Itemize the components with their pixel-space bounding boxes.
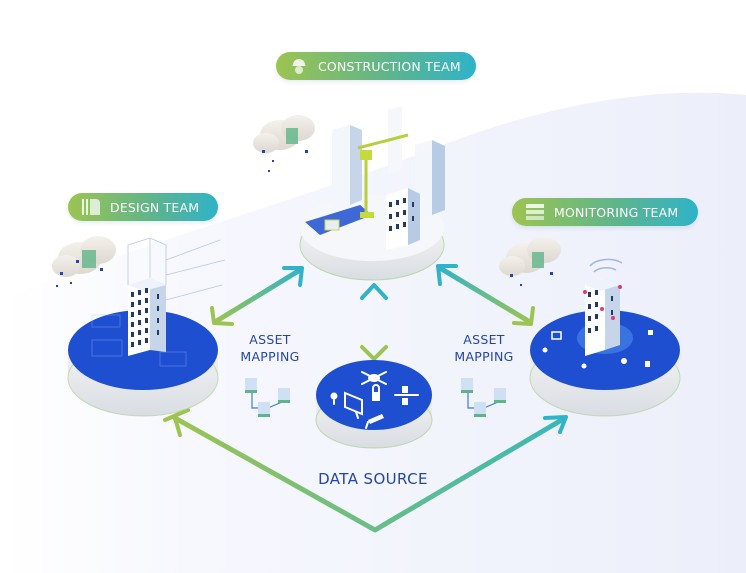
- asset-mapping-label-left: ASSET MAPPING: [228, 331, 312, 365]
- lock-icon: [645, 361, 650, 367]
- asset-mapping-right-line1: ASSET: [463, 332, 505, 347]
- monitoring-building-illustration: [583, 258, 623, 356]
- arrowhead-design: [163, 408, 190, 437]
- construction-team-badge[interactable]: CONSTRUCTION TEAM: [276, 52, 476, 80]
- asset-mapping-left-line1: ASSET: [249, 332, 291, 347]
- arrowhead-construction-right: [436, 264, 458, 286]
- monitoring-team-badge[interactable]: MONITORING TEAM: [512, 198, 698, 226]
- arrowhead-monitoring: [543, 415, 568, 434]
- thermostat-icon: [581, 363, 587, 369]
- design-team-label: DESIGN TEAM: [110, 199, 200, 215]
- construction-cloud-icon: [253, 115, 315, 172]
- arrowhead-construction-left: [282, 266, 304, 287]
- asset-mapping-right-line2: MAPPING: [454, 349, 514, 364]
- lightbulb-icon: [542, 347, 548, 353]
- connector-design-monitoring-loop: [163, 408, 568, 533]
- asset-mapping-servers-left: [245, 378, 290, 417]
- asset-mapping-left-line2: MAPPING: [240, 349, 300, 364]
- design-building-illustration: [127, 237, 226, 356]
- door-icon: [648, 330, 653, 335]
- arrowhead-down: [360, 345, 388, 361]
- arrowhead-monitoring-top: [512, 306, 535, 326]
- camera-icon: [621, 358, 627, 364]
- lock-icon: [372, 384, 380, 401]
- monitoring-cloud-icon: [499, 237, 561, 286]
- security-camera-icon: [365, 414, 384, 429]
- asset-mapping-label-right: ASSET MAPPING: [442, 331, 526, 365]
- satellite-icon: [394, 386, 419, 405]
- connector-construction-design: [210, 266, 304, 326]
- dashboard-panel-icon: [526, 204, 544, 220]
- arrowhead-design-top: [210, 306, 234, 326]
- lightbulb-icon: [330, 392, 338, 405]
- hardhat-worker-icon: [292, 59, 306, 74]
- connector-construction-datasource: [360, 282, 388, 361]
- design-platform[interactable]: [52, 236, 226, 417]
- design-team-badge[interactable]: DESIGN TEAM: [68, 193, 218, 221]
- monitor-icon: [344, 391, 363, 419]
- blueprint-icon: [82, 199, 100, 215]
- monitoring-platform[interactable]: [499, 237, 681, 417]
- connector-construction-monitoring: [436, 264, 535, 326]
- monitoring-team-label: MONITORING TEAM: [554, 204, 679, 220]
- arrowhead-up: [360, 283, 388, 300]
- asset-mapping-servers-right: [461, 378, 506, 417]
- monitor-icon: [551, 331, 562, 340]
- drone-icon: [361, 371, 387, 385]
- construction-platform[interactable]: [253, 106, 445, 281]
- wifi-icon: [589, 258, 623, 273]
- construction-team-label: CONSTRUCTION TEAM: [318, 58, 461, 74]
- data-source-platform[interactable]: [315, 360, 433, 449]
- design-cloud-icon: [52, 236, 116, 287]
- construction-building-illustration: [324, 106, 445, 250]
- data-source-label: DATA SOURCE: [318, 470, 428, 488]
